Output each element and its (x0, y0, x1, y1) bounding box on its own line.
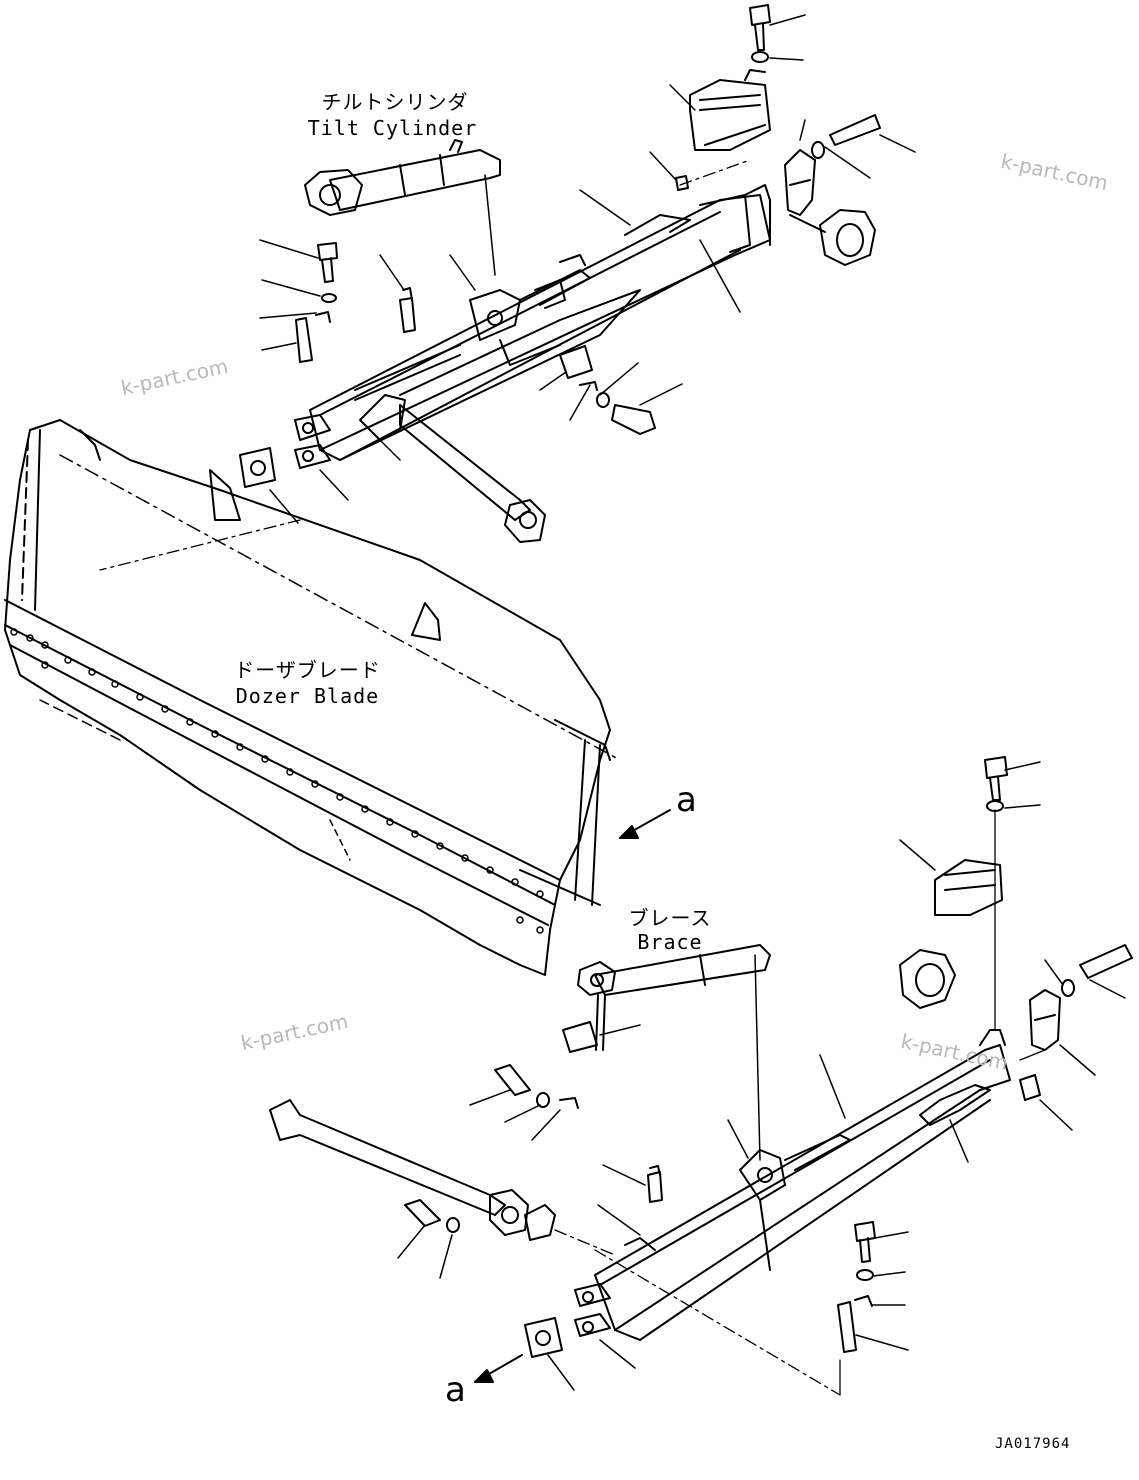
brace-label-en: Brace (637, 930, 703, 954)
lower-frame (574, 1029, 1011, 1341)
upper-leaders (259, 14, 916, 524)
upper-frame (294, 184, 771, 469)
lower-cap (1029, 989, 1061, 1051)
upper-bolts (239, 4, 881, 488)
brace-label-jp: ブレース (628, 906, 712, 930)
lower-leaders (397, 761, 1126, 1391)
arrow-a-upper (619, 809, 671, 839)
lower-center-lines (554, 1229, 841, 1396)
upper-center-lines (99, 159, 751, 571)
lower-flange (899, 949, 956, 1009)
upper-flange (789, 209, 876, 266)
upper-brace-rod (399, 404, 546, 543)
lower-solid-lines (839, 809, 1046, 1396)
drawing-code: JA017964 (995, 1436, 1071, 1452)
tilt-cylinder-label-en: Tilt Cylinder (307, 116, 478, 140)
lower-bolts (404, 756, 1133, 1358)
lower-rod (269, 1099, 556, 1241)
reference-a-lower: a (445, 1370, 466, 1410)
reference-a-upper: a (676, 780, 697, 820)
tilt-cylinder (304, 139, 501, 276)
upper-step (689, 69, 771, 151)
dozer-blade-label-jp: ドーザブレード (234, 658, 381, 682)
dozer-blade-label-en: Dozer Blade (235, 684, 380, 708)
brace (577, 944, 771, 1161)
upper-cap (784, 149, 816, 216)
arrow-a-lower (474, 1354, 523, 1383)
lower-step (934, 859, 1003, 916)
dozer-blade (4, 419, 621, 976)
tilt-cylinder-label-jp: チルトシリンダ (321, 90, 469, 114)
